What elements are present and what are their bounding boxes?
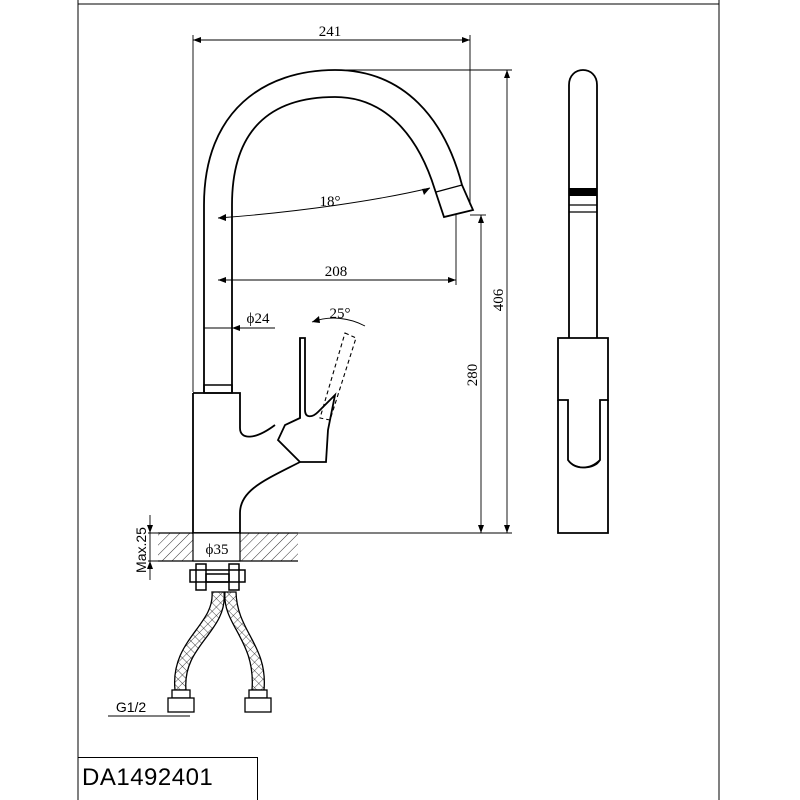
dim-max-deck-thickness: Max.25 bbox=[133, 527, 149, 573]
faucet-body bbox=[192, 392, 301, 534]
side-aerator-band bbox=[569, 188, 597, 196]
lever-handle bbox=[276, 337, 337, 463]
dimension-lines bbox=[108, 35, 512, 717]
faucet-front-view bbox=[192, 69, 475, 534]
dim-total-height: 406 bbox=[491, 288, 507, 311]
mounting-assembly bbox=[189, 563, 246, 591]
spout-gooseneck bbox=[203, 69, 475, 392]
dim-base-diameter: ϕ35 bbox=[206, 542, 229, 558]
dim-spout-angle: 18° bbox=[320, 194, 341, 210]
aerator-ring bbox=[435, 184, 463, 193]
dim-spout-diameter: ϕ24 bbox=[247, 311, 270, 327]
faucet-side-view bbox=[557, 69, 609, 534]
lever-rotated-outline bbox=[319, 332, 357, 421]
supply-hoses bbox=[167, 591, 272, 713]
dim-lever-angle: 25° bbox=[330, 306, 351, 322]
model-code: DA1492401 bbox=[82, 764, 214, 791]
spout-collar bbox=[203, 384, 233, 394]
dim-spout-outlet-height: 280 bbox=[465, 364, 481, 387]
dim-hose-thread: G1/2 bbox=[116, 699, 147, 715]
dim-spout-reach: 208 bbox=[325, 264, 348, 280]
dim-overall-width: 241 bbox=[319, 24, 342, 40]
drawing-frame bbox=[77, 0, 720, 800]
dimension-arrows bbox=[147, 37, 510, 569]
model-code-box: DA1492401 bbox=[78, 757, 258, 800]
